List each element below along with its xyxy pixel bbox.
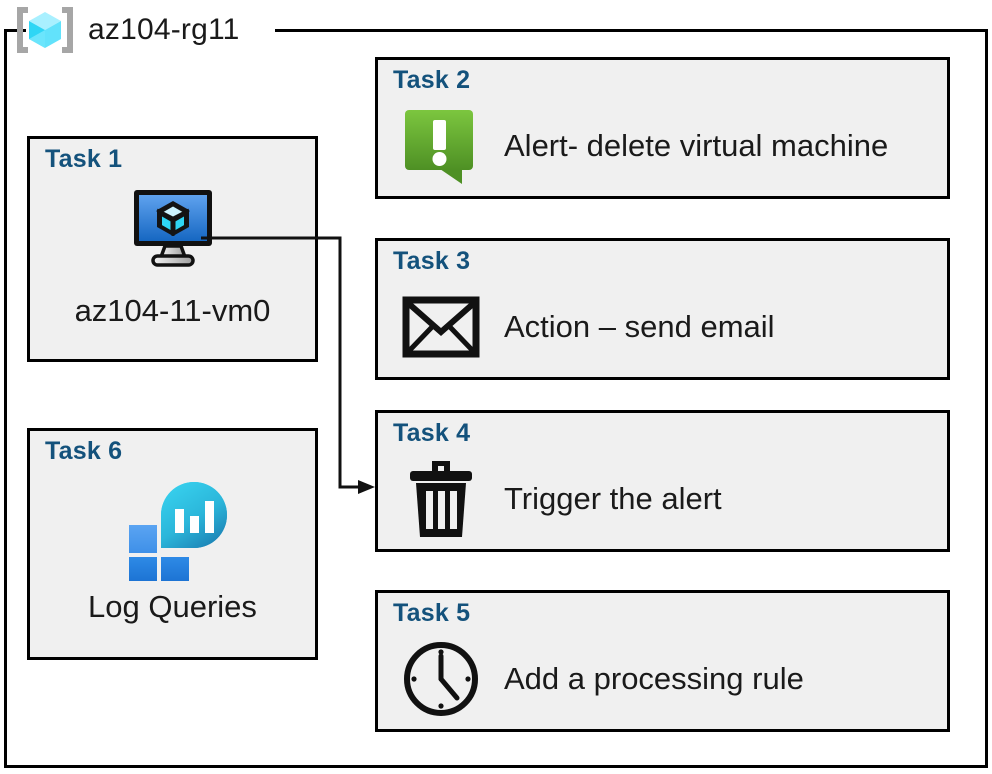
task6-label: Task 6 [45,437,123,465]
task5-clock-icon [400,639,482,719]
resource-group-name: az104-rg11 [88,13,240,46]
task4-label: Task 4 [393,419,471,447]
task3-card[interactable]: Task 3 Action – send email [375,238,950,380]
task1-card[interactable]: Task 1 [27,136,318,362]
task5-body: Add a processing rule [400,635,937,723]
task1-virtual-machine-icon [30,187,315,269]
task1-caption: az104-11-vm0 [74,293,271,328]
task5-label: Task 5 [393,599,471,627]
task4-caption: Trigger the alert [504,481,722,516]
task3-label: Task 3 [393,247,471,275]
resource-group-frame-top-right-segment [275,29,988,32]
task2-card[interactable]: Task 2 Alert- delete virtual machine [375,57,950,199]
task2-caption: Alert- delete virtual machine [504,128,889,163]
task4-body: Trigger the alert [400,455,937,543]
task6-card[interactable]: Task 6 [27,428,318,660]
task6-caption: Log Queries [88,589,257,624]
task4-trash-can-icon [400,457,482,541]
task3-body: Action – send email [400,283,937,371]
task6-log-analytics-icon [30,479,315,581]
resource-group-header: az104-rg11 [12,2,240,58]
task1-label: Task 1 [45,145,123,173]
task5-card[interactable]: Task 5 Add a processing rule [375,590,950,732]
task2-body: Alert- delete virtual machine [400,102,937,190]
task4-card[interactable]: Task 4 Trigger the alert [375,410,950,552]
task2-label: Task 2 [393,66,471,94]
task3-envelope-icon [400,296,482,358]
task5-caption: Add a processing rule [504,661,804,696]
task2-alert-exclamation-bubble-icon [400,106,482,186]
resource-group-frame [4,29,988,768]
task3-caption: Action – send email [504,309,775,344]
resource-group-cube-icon [12,4,78,56]
resource-group-frame-top-left-segment [4,29,26,32]
